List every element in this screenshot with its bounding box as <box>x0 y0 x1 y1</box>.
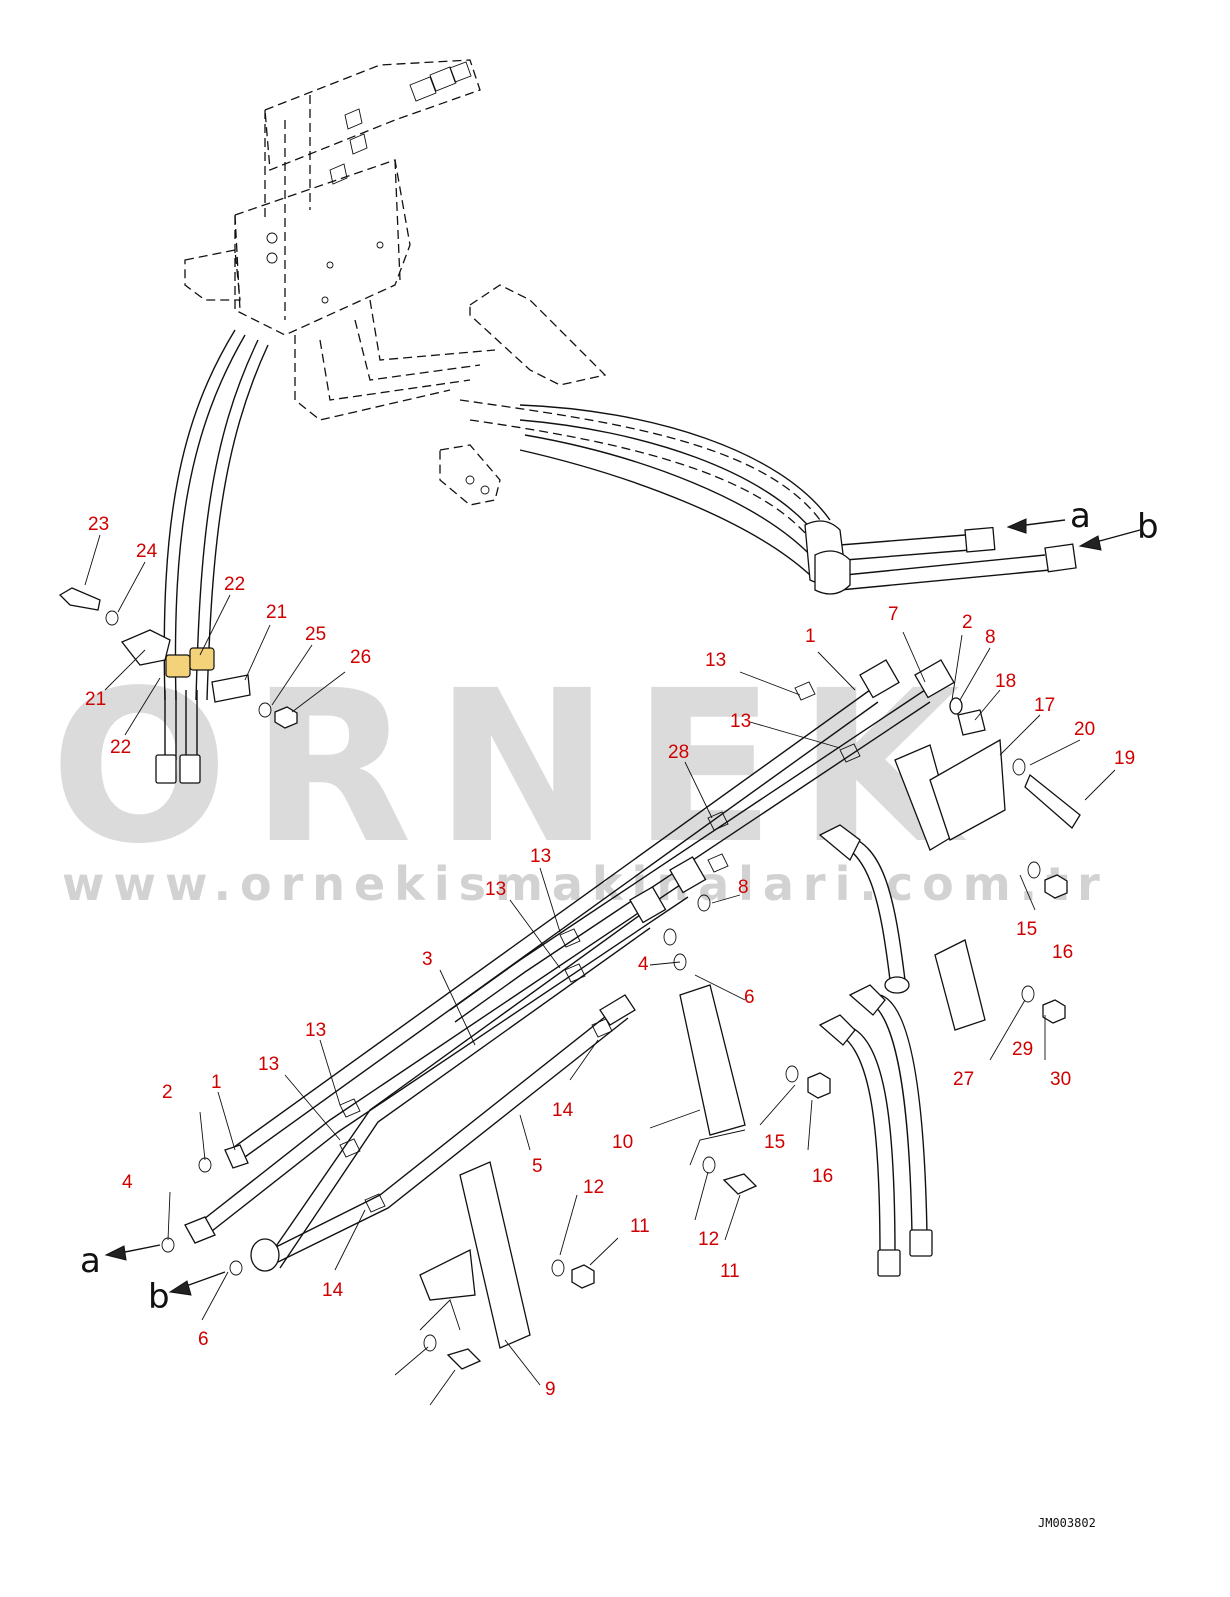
callout-label: 22 <box>110 737 131 758</box>
fasteners <box>423 697 1081 1370</box>
callout-label: 23 <box>88 514 109 535</box>
callout-label: 6 <box>198 1329 209 1350</box>
right-hoses <box>818 824 933 1277</box>
callout-label: 16 <box>812 1166 833 1187</box>
callout-label: 17 <box>1034 695 1055 716</box>
left-clamp-group <box>58 587 298 729</box>
callout-label: 8 <box>985 627 996 648</box>
ref-label-a-bottom: a <box>80 1241 101 1281</box>
callout-label: 21 <box>266 602 287 623</box>
callout-label: 4 <box>638 954 649 975</box>
callout-label: 12 <box>698 1229 719 1250</box>
callout-label: 3 <box>422 949 433 970</box>
callout-label: 26 <box>350 647 371 668</box>
callout-numbers: 23 24 22 21 25 26 21 22 13 1 7 2 8 18 17… <box>85 514 1135 1400</box>
callout-label: 14 <box>552 1100 574 1121</box>
callout-label: 13 <box>258 1054 279 1075</box>
upper-hoses <box>459 399 1077 595</box>
callout-label: 20 <box>1074 719 1095 740</box>
callout-label: 8 <box>738 877 749 898</box>
callout-label: 13 <box>730 711 751 732</box>
callout-label: 18 <box>995 671 1016 692</box>
support-plates <box>419 738 1006 1349</box>
callout-label: 24 <box>136 541 158 562</box>
callout-label: 5 <box>532 1156 543 1177</box>
leader-lines <box>84 534 1116 1406</box>
callout-label: 25 <box>305 624 326 645</box>
callout-label: 15 <box>764 1132 785 1153</box>
reference-arrows: a b a b <box>80 496 1159 1317</box>
callout-label: 27 <box>953 1069 974 1090</box>
callout-label: 9 <box>545 1379 556 1400</box>
callout-label: 10 <box>612 1132 633 1153</box>
callout-label: 13 <box>485 879 506 900</box>
callout-label: 28 <box>668 742 689 763</box>
callout-label: 13 <box>705 650 726 671</box>
callout-label: 22 <box>224 574 245 595</box>
callout-label: 14 <box>322 1280 344 1301</box>
callout-label: 11 <box>720 1261 740 1282</box>
callout-label: 13 <box>530 846 551 867</box>
ref-label-a-top: a <box>1070 496 1091 536</box>
callout-label: 2 <box>162 1082 173 1103</box>
callout-label: 1 <box>211 1072 222 1093</box>
ref-label-b-top: b <box>1137 507 1159 547</box>
callout-label: 29 <box>1012 1039 1033 1060</box>
callout-label: 19 <box>1114 748 1135 769</box>
pipe-clamps <box>339 681 861 1213</box>
callout-label: 7 <box>888 604 899 625</box>
left-hoses <box>155 329 269 784</box>
callout-label: 2 <box>962 612 973 633</box>
mid-bracket <box>439 284 607 506</box>
drawing-code: JM003802 <box>1038 1516 1096 1530</box>
callout-label: 15 <box>1016 919 1037 940</box>
valve-assembly <box>184 59 496 421</box>
callout-label: 6 <box>744 987 755 1008</box>
callout-label: 16 <box>1052 942 1073 963</box>
watermark-url: www.ornekismakinalari.com.tr <box>62 857 1109 911</box>
callout-label: 30 <box>1050 1069 1071 1090</box>
callout-label: 12 <box>583 1177 604 1198</box>
callout-label: 1 <box>805 626 816 647</box>
callout-label: 4 <box>122 1172 133 1193</box>
ref-label-b-bottom: b <box>148 1277 170 1317</box>
callout-label: 21 <box>85 689 106 710</box>
callout-label: 13 <box>305 1020 326 1041</box>
callout-label: 11 <box>630 1216 650 1237</box>
